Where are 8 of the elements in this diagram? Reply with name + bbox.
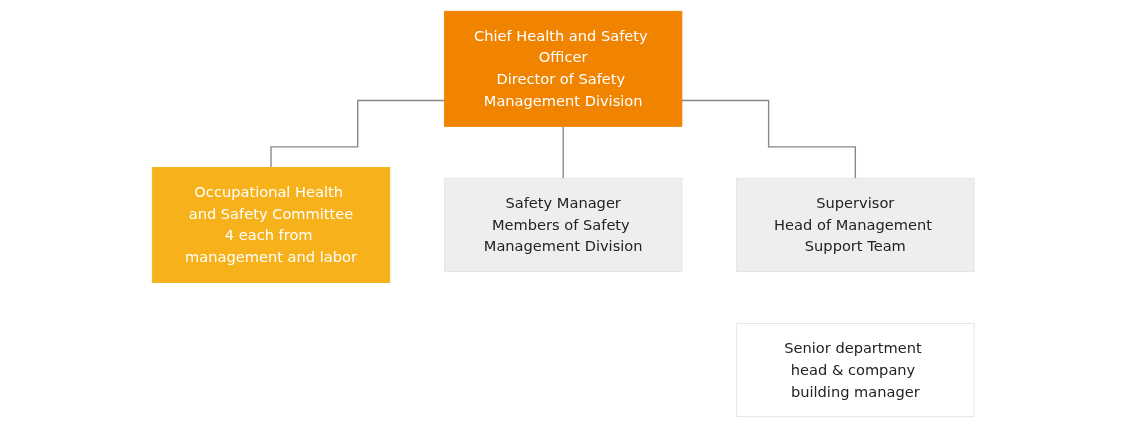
- node-box: Chief Health and Safety Officer Director of Safety Management Division: [443, 10, 683, 127]
- node-box: Occupational Health and Safety Committee 4 each from management and labor: [151, 166, 390, 283]
- node-box: Safety Manager Members of Safety Management Division: [443, 177, 683, 272]
- node-box: Senior department head & company building manager: [736, 323, 975, 418]
- connector: [562, 125, 564, 180]
- connector: [270, 99, 445, 169]
- connector: [681, 99, 856, 180]
- node-box: Supervisor Head of Management Support Team: [736, 177, 975, 272]
